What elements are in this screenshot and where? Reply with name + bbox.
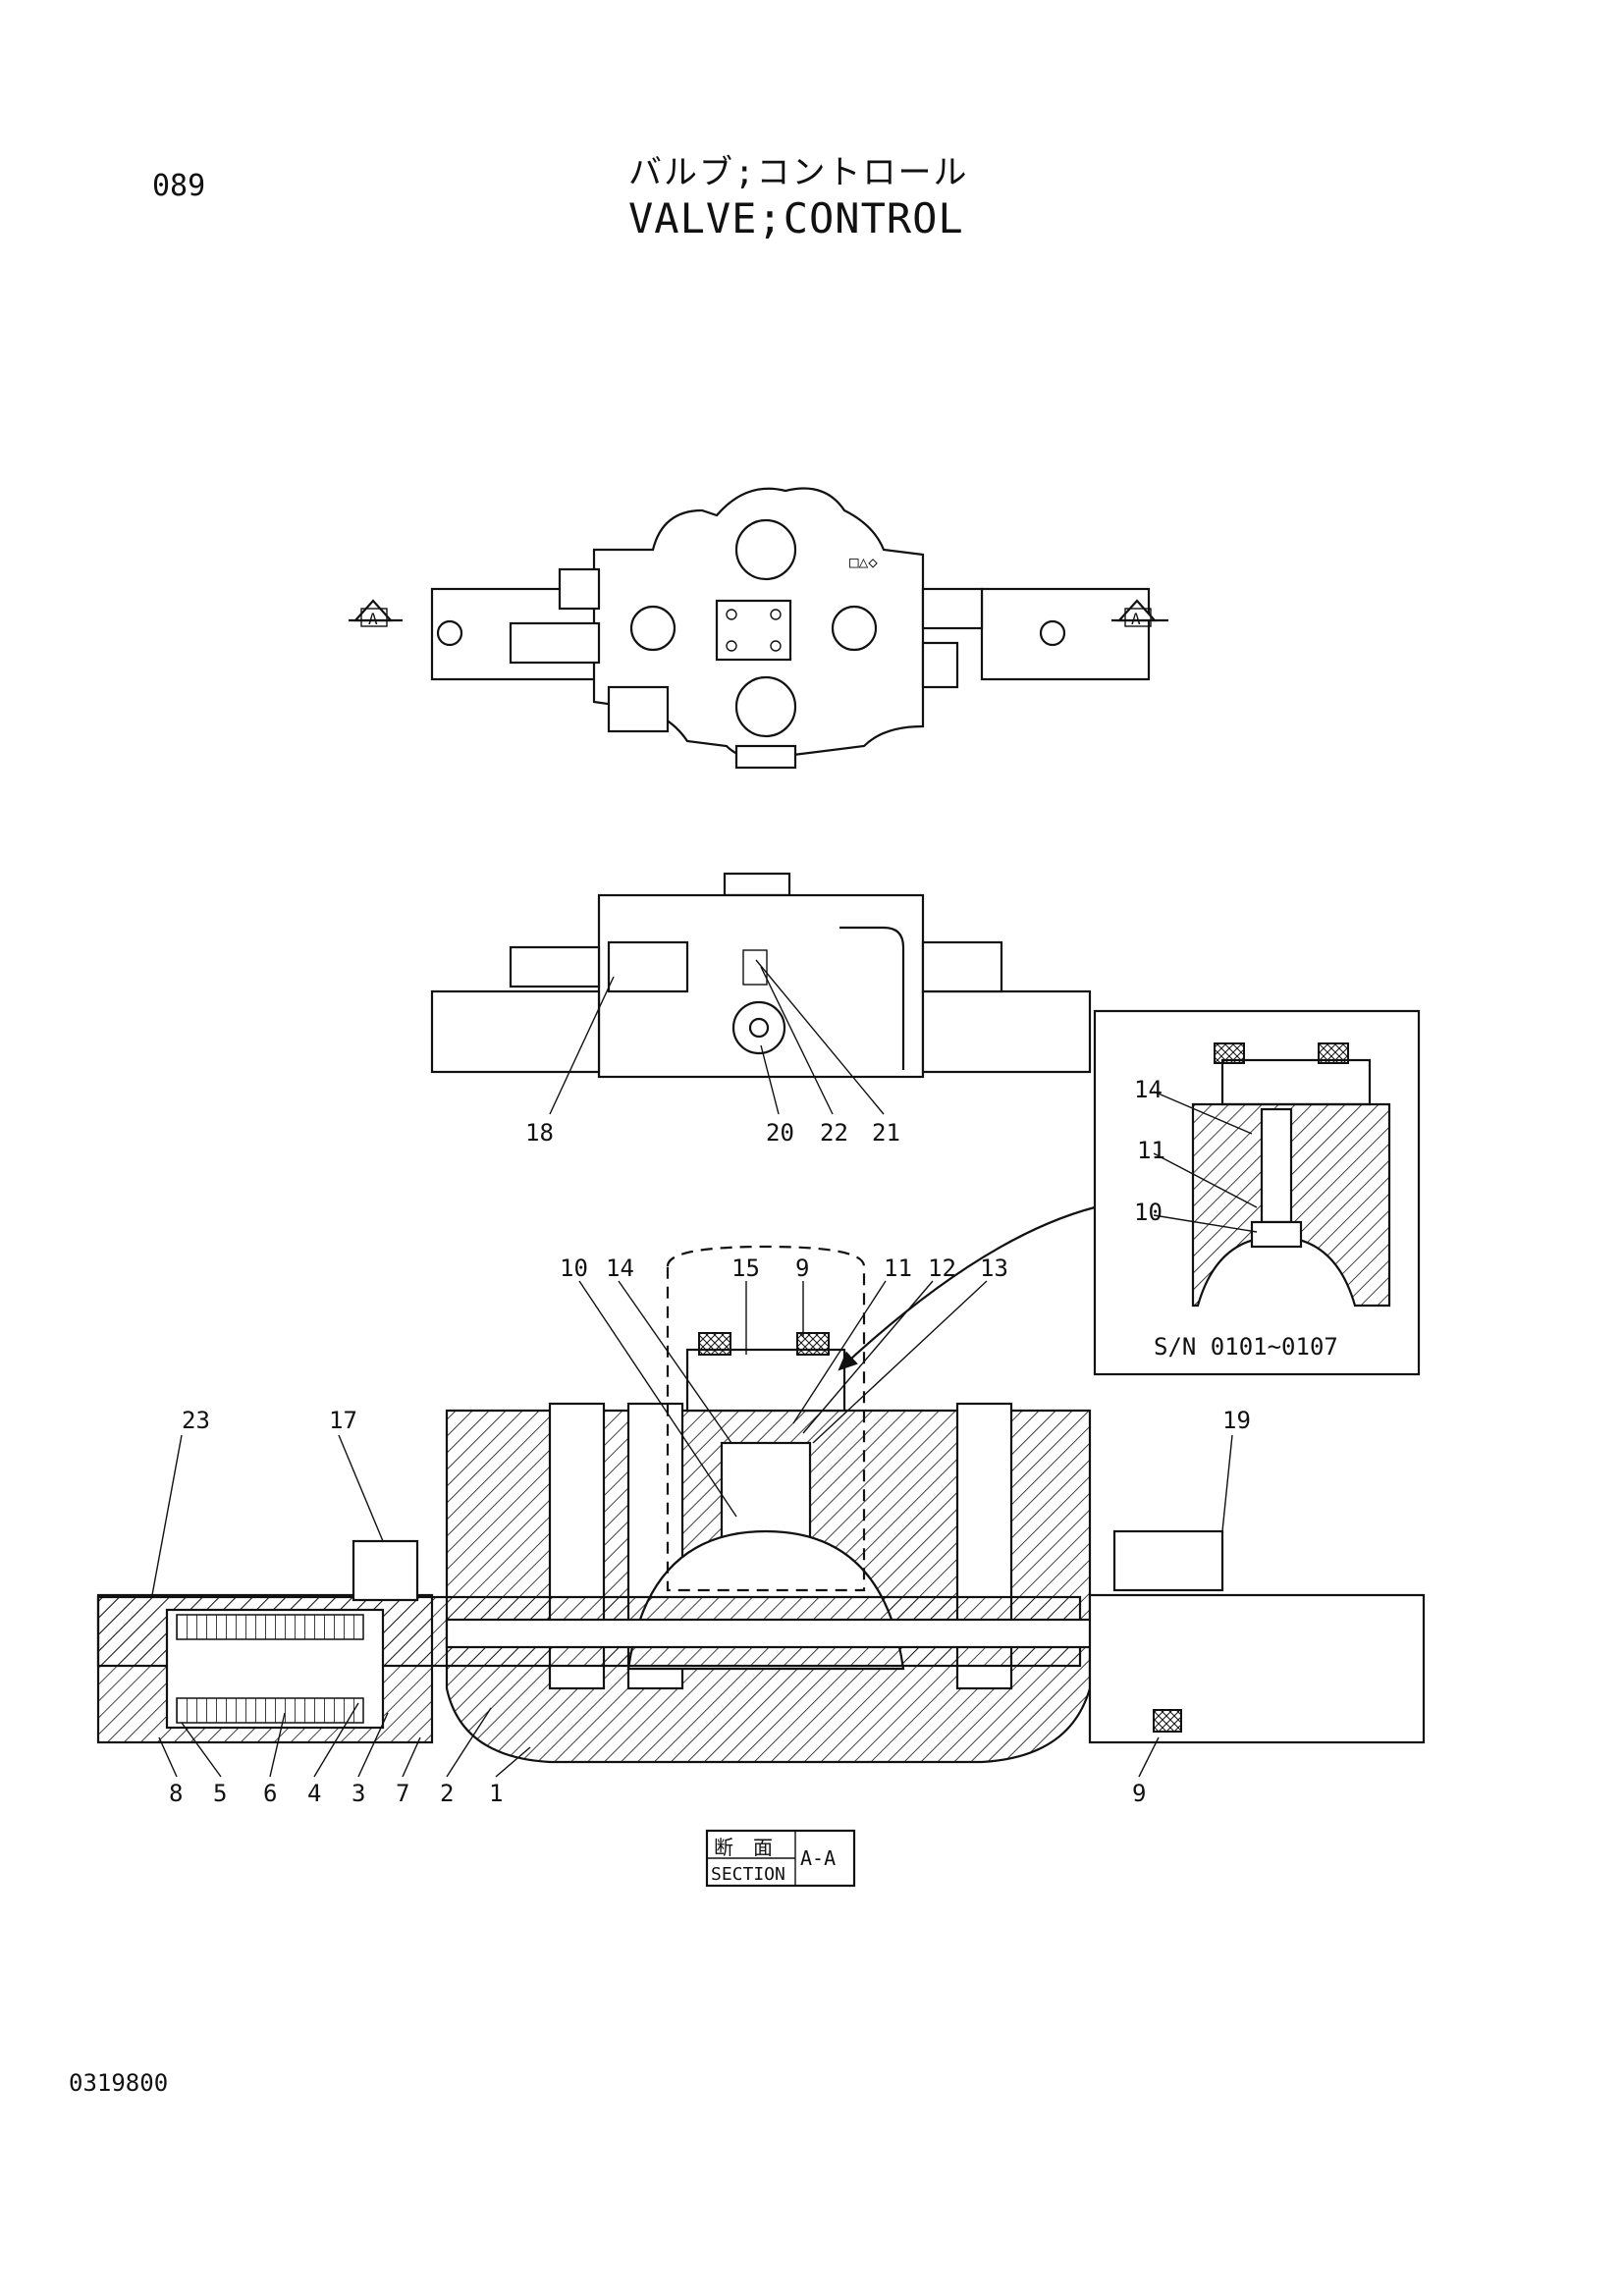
- section-label-suffix: A-A: [800, 1846, 836, 1870]
- callout-14-main: 14: [606, 1255, 634, 1282]
- section-aa: [96, 1205, 1426, 1764]
- section-label-en: SECTION: [711, 1864, 785, 1885]
- callout-8: 8: [169, 1780, 183, 1807]
- side-view: [430, 872, 1092, 1079]
- callouts: 18 20 22 21 14 11 10 10 14 15 9 11 12 13…: [151, 959, 1258, 1807]
- callout-13: 13: [980, 1255, 1008, 1282]
- callout-12: 12: [928, 1255, 956, 1282]
- callout-9-bottom: 9: [1132, 1780, 1146, 1807]
- callout-22: 22: [820, 1119, 848, 1147]
- callout-9-top: 9: [795, 1255, 809, 1282]
- callout-19: 19: [1222, 1407, 1251, 1434]
- callout-14-inset: 14: [1134, 1076, 1163, 1103]
- callout-4: 4: [307, 1780, 321, 1807]
- inset-detail: S/N 0101~0107: [1093, 1009, 1421, 1376]
- callout-23: 23: [182, 1407, 210, 1434]
- callout-5: 5: [213, 1780, 227, 1807]
- inset-serial: S/N 0101~0107: [1154, 1333, 1338, 1361]
- svg-text:□△◇: □△◇: [849, 553, 878, 571]
- page-code: 089: [152, 169, 206, 203]
- callout-1: 1: [489, 1780, 503, 1807]
- title-english: VALVE;CONTROL: [628, 194, 964, 242]
- callout-21: 21: [872, 1119, 900, 1147]
- callout-10-inset: 10: [1134, 1199, 1163, 1226]
- callout-7: 7: [396, 1780, 409, 1807]
- callout-17: 17: [329, 1407, 357, 1434]
- callout-10-main: 10: [560, 1255, 588, 1282]
- top-view: □△◇ A A: [349, 487, 1168, 770]
- callout-11-inset: 11: [1137, 1137, 1165, 1164]
- title-japanese: バルブ;コントロール: [628, 153, 969, 192]
- section-label: 断 面 SECTION A-A: [705, 1829, 856, 1888]
- section-label-jp: 断 面: [714, 1836, 773, 1859]
- callout-3: 3: [352, 1780, 365, 1807]
- callout-6: 6: [263, 1780, 277, 1807]
- callout-2: 2: [440, 1780, 454, 1807]
- section-marker-right: A: [1131, 610, 1141, 628]
- callout-18: 18: [525, 1119, 554, 1147]
- callout-20: 20: [766, 1119, 794, 1147]
- drawing-code: 0319800: [69, 2069, 169, 2097]
- callout-11-main: 11: [884, 1255, 912, 1282]
- callout-15: 15: [731, 1255, 760, 1282]
- section-marker-left: A: [368, 610, 378, 628]
